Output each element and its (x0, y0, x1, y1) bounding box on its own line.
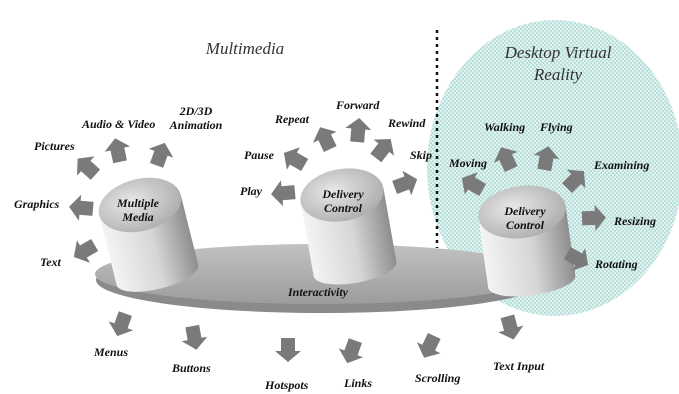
arrow-rewind (365, 130, 401, 166)
cylinder-multiple-media (98, 177, 199, 292)
label-pictures: Pictures (34, 139, 75, 153)
label-forward: Forward (336, 98, 380, 112)
arrow-repeat (308, 121, 343, 155)
label-graphics: Graphics (14, 197, 60, 211)
label-menus: Menus (94, 345, 129, 359)
label-play: Play (240, 184, 262, 198)
arrow-pictures (68, 148, 105, 185)
label-hotspots: Hotspots (265, 378, 309, 392)
label-moving: Moving (449, 156, 488, 170)
label-flying: Flying (540, 120, 573, 134)
label-examining: Examining (594, 158, 650, 172)
label-skip: Skip (410, 148, 433, 162)
arrow-audio-video (102, 135, 133, 165)
arrow-menus (104, 309, 138, 341)
label-rotating: Rotating (595, 257, 638, 271)
arrow-text (67, 233, 102, 269)
arrow-links (334, 336, 368, 368)
arrow-skip (390, 166, 422, 200)
label-pause: Pause (244, 148, 274, 162)
arrow-pause (277, 141, 312, 177)
arrow-graphics (67, 193, 95, 222)
label-audio-video: Audio & Video (82, 117, 156, 131)
label-rewind: Rewind (388, 116, 426, 130)
label-resizing: Resizing (614, 214, 657, 228)
label-scrolling: Scrolling (415, 371, 461, 385)
arrow-animation (144, 138, 178, 170)
cylinder-label-multiple-media: Multiple Media (116, 196, 159, 224)
label-text-input: Text Input (493, 359, 545, 373)
section-title-multimedia: Multimedia (205, 39, 285, 58)
arrow-text-input (494, 312, 527, 343)
label-buttons: Buttons (172, 361, 211, 375)
arrow-buttons (179, 323, 210, 353)
platform-label: Interactivity (288, 285, 348, 299)
cylinder-label-delivery-control-1: Delivery Control (322, 187, 364, 215)
cylinder-label-delivery-control-2: Delivery Control (504, 204, 546, 232)
label-walking: Walking (484, 120, 526, 134)
label-repeat: Repeat (275, 112, 309, 126)
arrow-forward (344, 116, 373, 144)
arrow-hotspots (275, 338, 301, 362)
cylinder-delivery-control-2 (478, 185, 576, 297)
label-links: Links (344, 376, 373, 390)
arrow-play (269, 179, 297, 208)
label-animation: 2D/3D Animation (169, 104, 223, 132)
section-title-desktop-vr: Desktop Virtual Reality (504, 43, 612, 84)
label-text: Text (40, 255, 61, 269)
cylinder-delivery-control-1 (300, 168, 397, 285)
arrow-scrolling (412, 330, 447, 364)
